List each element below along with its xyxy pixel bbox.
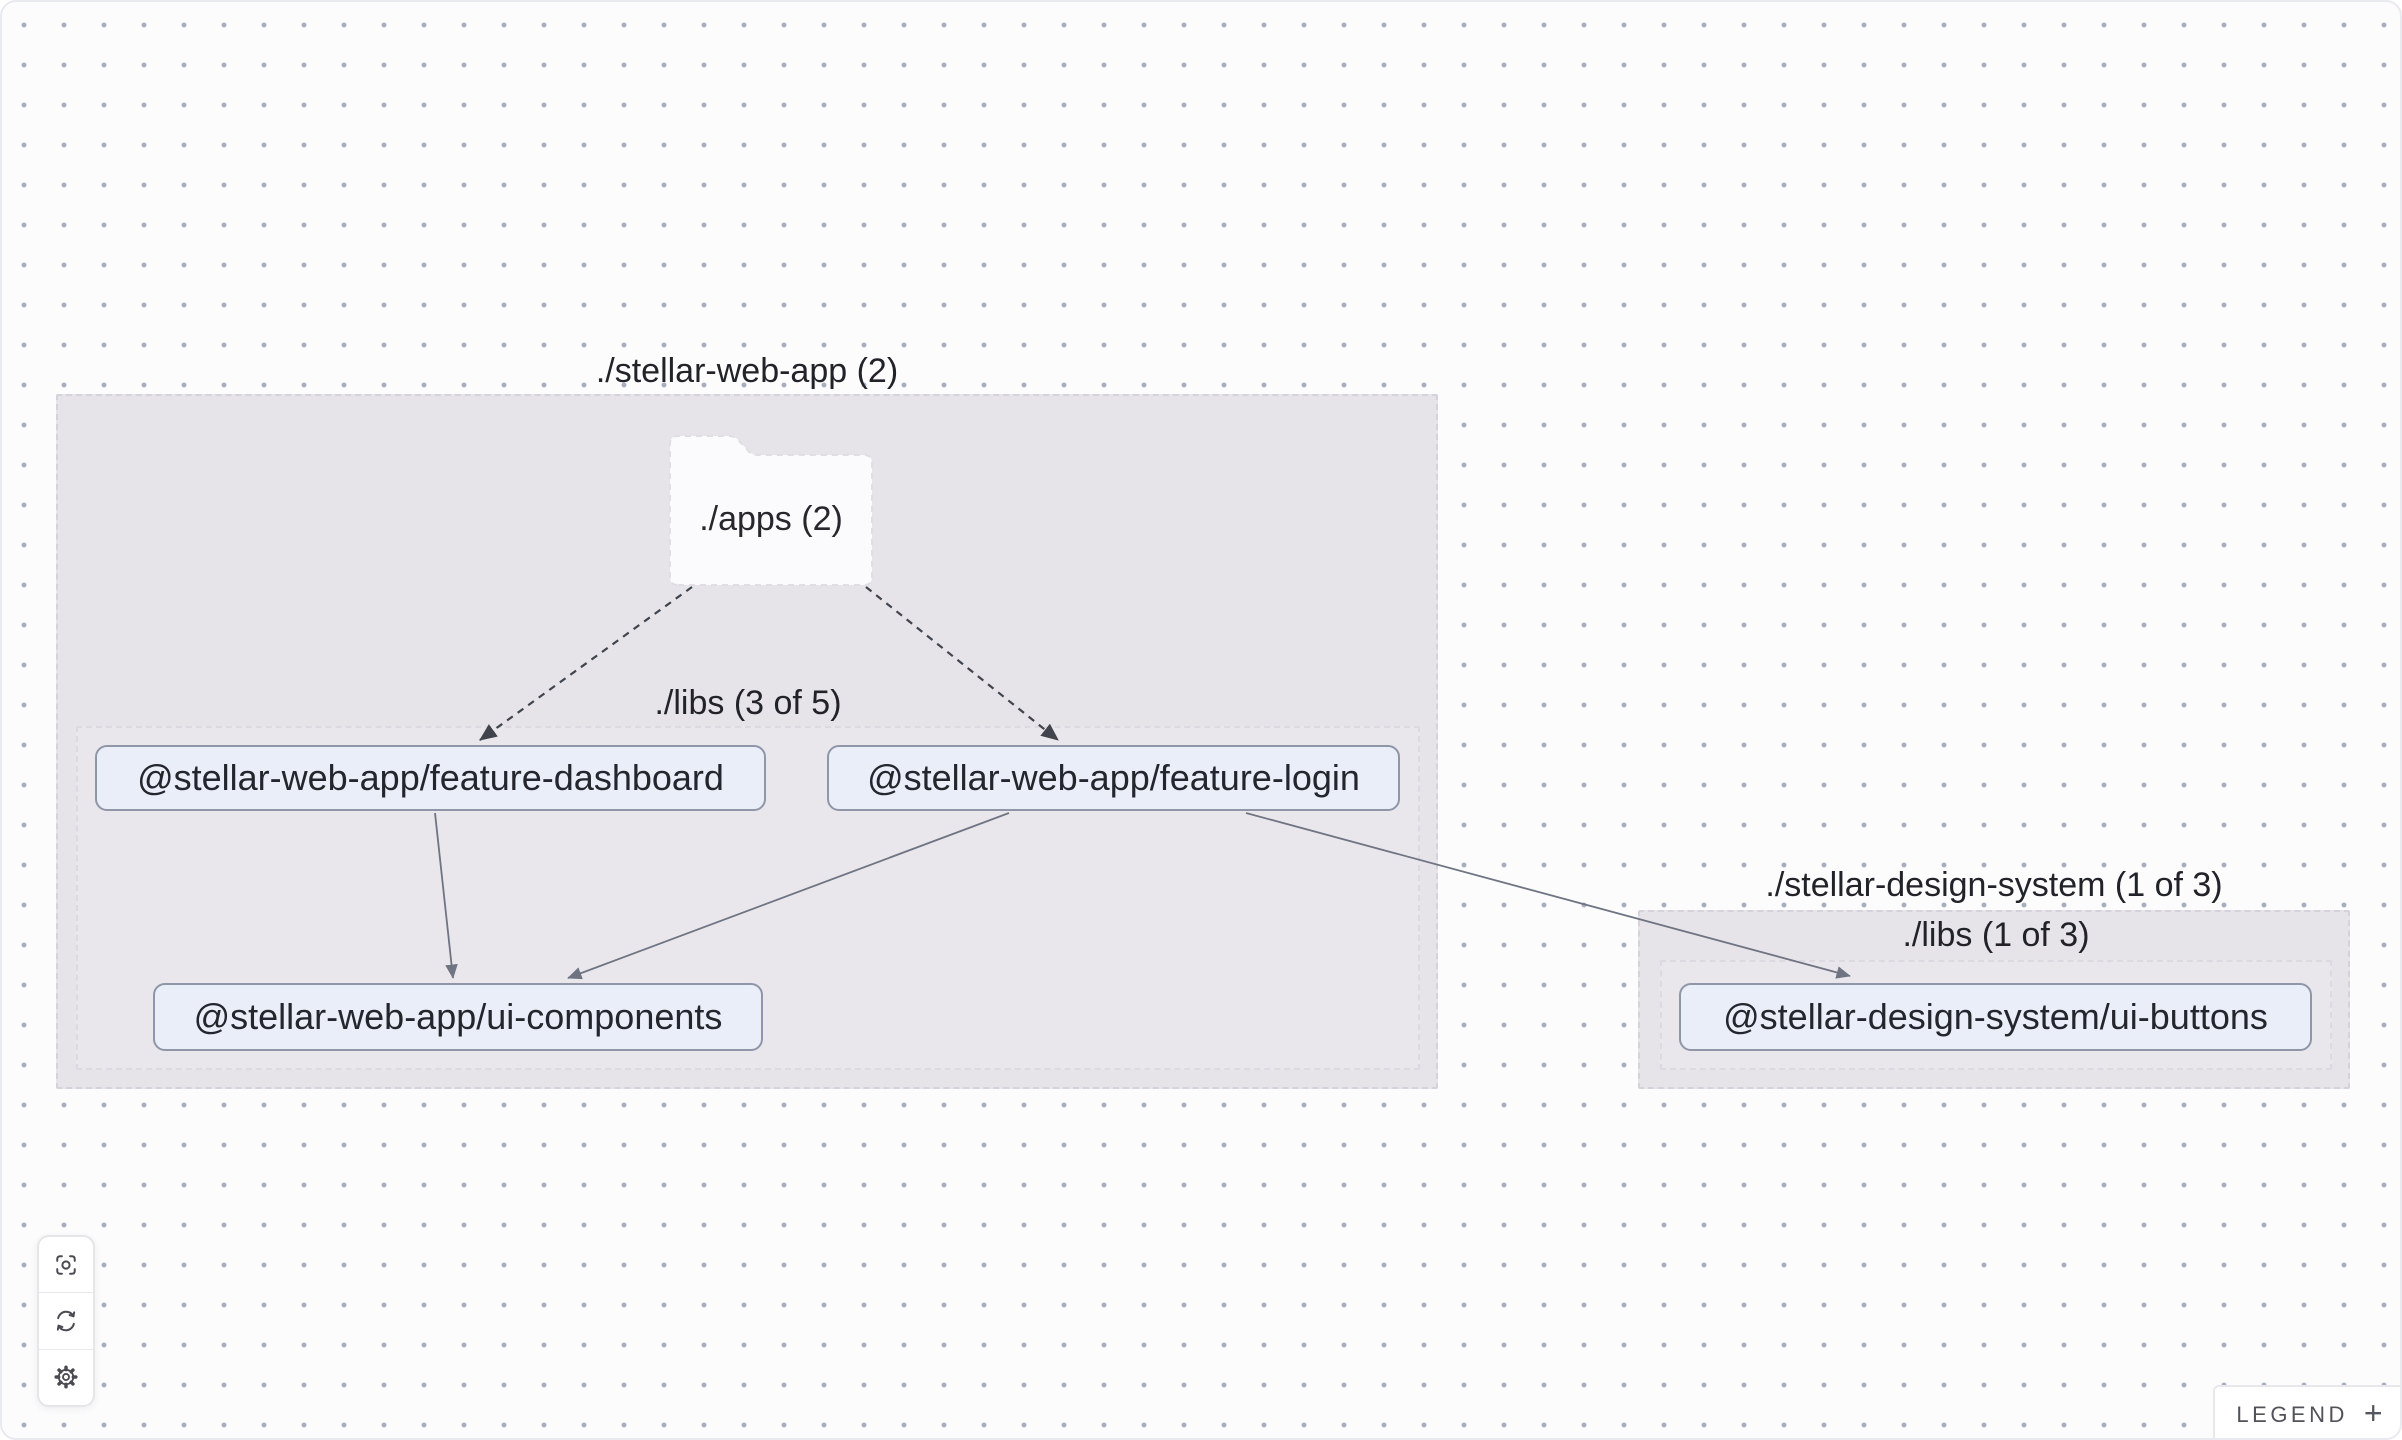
folder-node-apps[interactable]: ./apps (2) xyxy=(666,430,876,590)
focus-button[interactable] xyxy=(39,1237,93,1292)
folder-icon xyxy=(669,435,873,586)
legend-toggle[interactable]: LEGEND + xyxy=(2213,1385,2400,1438)
node-ui-components[interactable]: @stellar-web-app/ui-components xyxy=(153,983,763,1051)
subcluster-label-design-system-libs: ./libs (1 of 3) xyxy=(1902,916,2090,954)
legend-label: LEGEND xyxy=(2236,1401,2348,1427)
graph-toolbar xyxy=(37,1235,95,1407)
node-feature-dashboard[interactable]: @stellar-web-app/feature-dashboard xyxy=(95,745,766,811)
refresh-button[interactable] xyxy=(39,1292,93,1348)
refresh-icon xyxy=(56,1310,76,1332)
settings-icon xyxy=(54,1365,78,1389)
focus-icon xyxy=(56,1254,76,1275)
cluster-title-stellar-web-app: ./stellar-web-app (2) xyxy=(595,352,899,390)
folder-label-apps: ./apps (2) xyxy=(699,500,843,538)
settings-button[interactable] xyxy=(39,1348,93,1405)
node-feature-login[interactable]: @stellar-web-app/feature-login xyxy=(827,745,1400,811)
subcluster-label-web-app-libs: ./libs (3 of 5) xyxy=(654,684,842,722)
cluster-title-stellar-design-system: ./stellar-design-system (1 of 3) xyxy=(1765,866,2223,904)
plus-icon: + xyxy=(2363,1395,2383,1431)
node-ui-buttons[interactable]: @stellar-design-system/ui-buttons xyxy=(1679,983,2312,1051)
